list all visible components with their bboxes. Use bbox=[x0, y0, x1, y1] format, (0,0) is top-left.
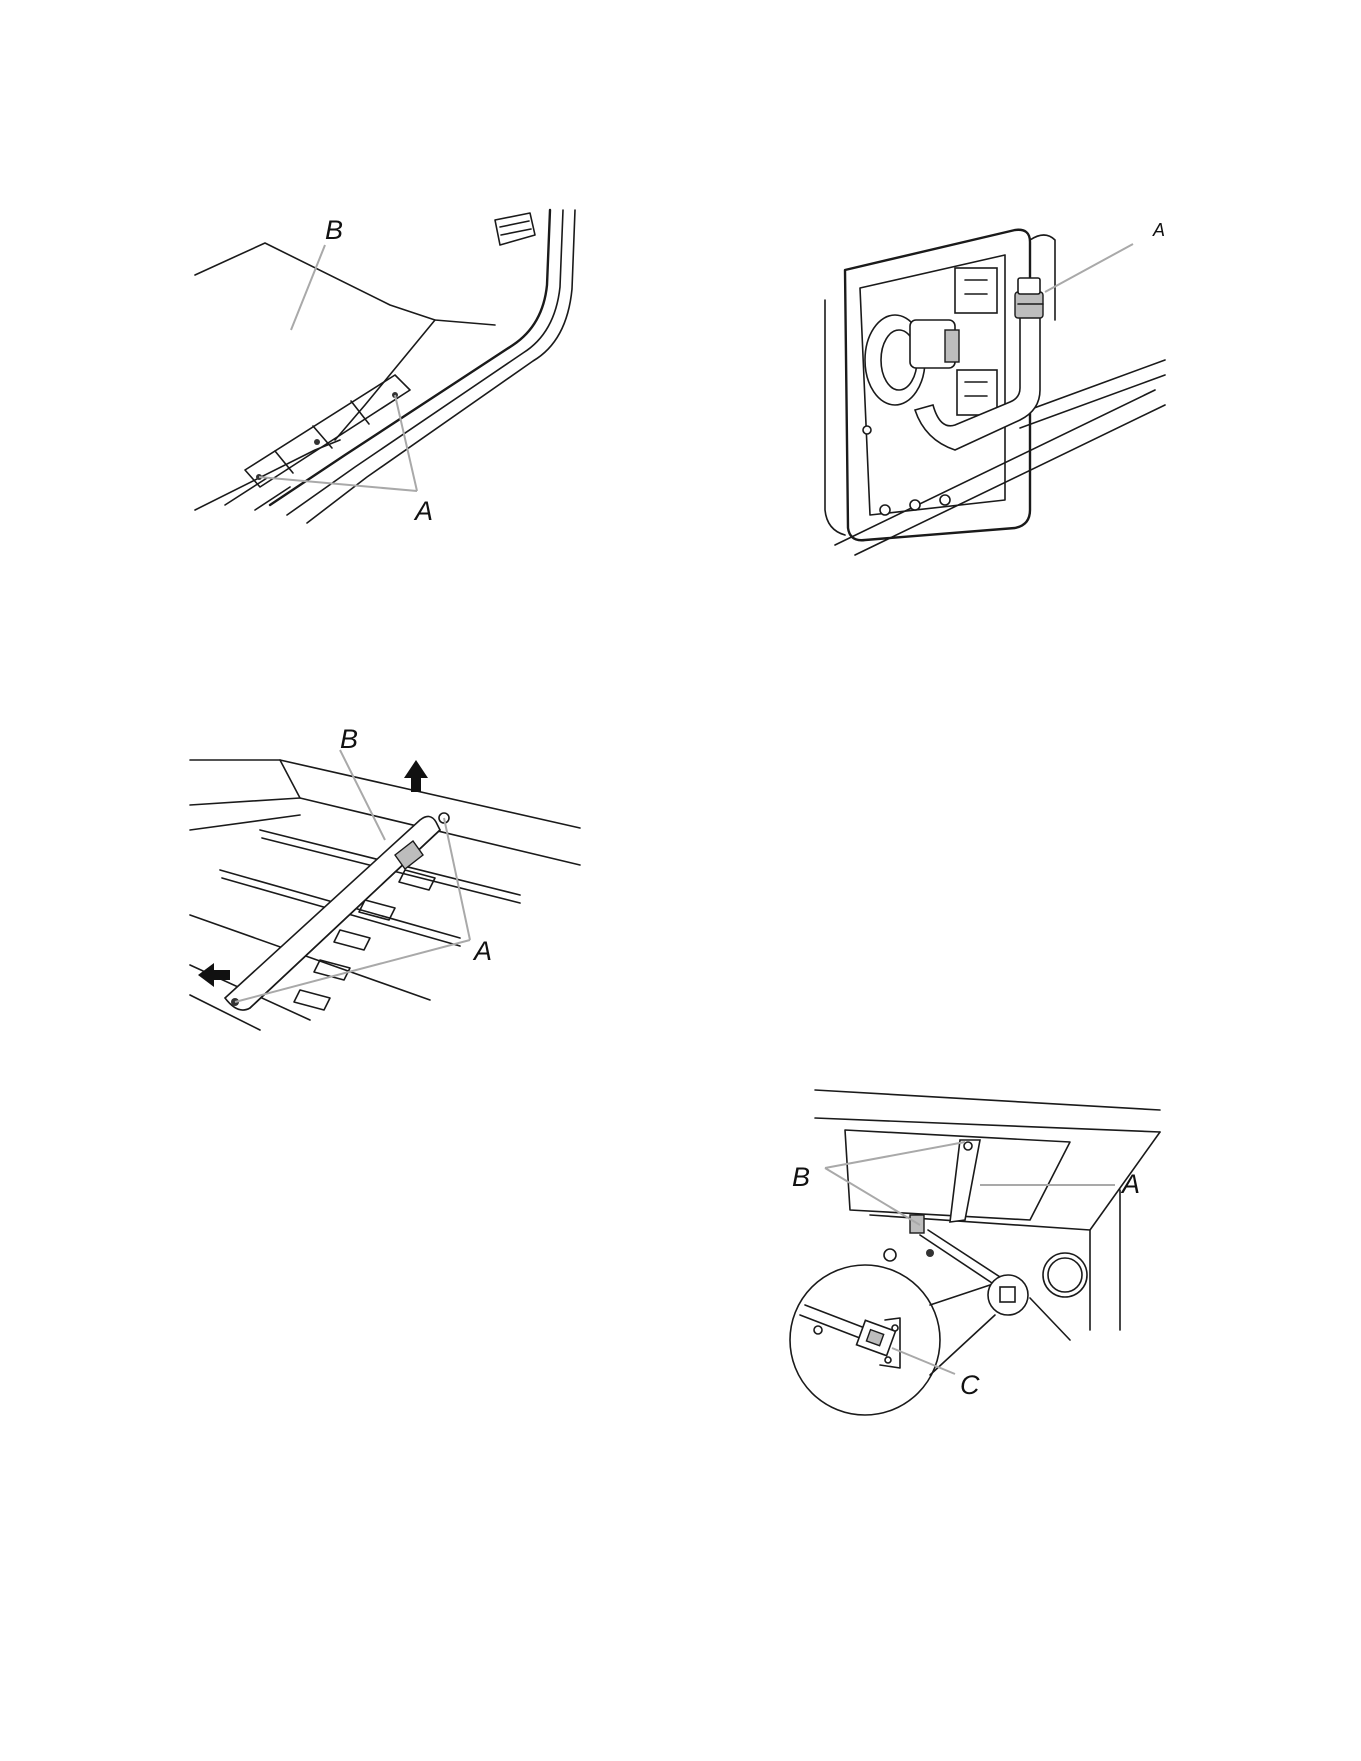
rail-2 bbox=[855, 405, 1165, 555]
arm-hole bbox=[964, 1142, 972, 1150]
figure-2-drawing: A bbox=[815, 210, 1175, 560]
hole-1 bbox=[880, 505, 890, 515]
hole-3 bbox=[940, 495, 950, 505]
screw-2 bbox=[314, 439, 320, 445]
label-a: A bbox=[1152, 220, 1165, 240]
figure-1-drawing: B A bbox=[195, 205, 605, 525]
left-wall-edge bbox=[190, 798, 300, 805]
label-c: C bbox=[960, 1370, 980, 1400]
housing-left-edge bbox=[825, 300, 845, 535]
label-b: B bbox=[792, 1162, 810, 1192]
switch-arm bbox=[950, 1140, 980, 1222]
ring-small bbox=[884, 1249, 896, 1261]
figure-4-drawing: A B C bbox=[770, 1090, 1190, 1420]
knob-square bbox=[1000, 1287, 1015, 1302]
connector-bottom bbox=[957, 370, 997, 415]
connector-top bbox=[955, 268, 997, 313]
figure-4-lid-switch: A B C bbox=[770, 1090, 1190, 1420]
cable bbox=[1030, 1298, 1070, 1340]
figure-2-valve-assembly: A bbox=[815, 210, 1175, 560]
leader-b-2 bbox=[825, 1168, 920, 1225]
panel-top-edge bbox=[195, 243, 495, 325]
cabinet-top-1 bbox=[815, 1090, 1160, 1110]
arrow-left-icon bbox=[198, 963, 230, 987]
label-b: B bbox=[340, 724, 358, 754]
valve-coil bbox=[945, 330, 959, 362]
cabinet-edge-inner bbox=[307, 210, 575, 523]
back-wall-bottom bbox=[280, 760, 580, 865]
panel-lower-edge bbox=[195, 440, 340, 510]
zoom-line-1 bbox=[930, 1285, 990, 1305]
cabinet-right-edge bbox=[1090, 1132, 1160, 1330]
left-shelf bbox=[190, 815, 300, 830]
figure-1-floor-panel: B A bbox=[195, 205, 605, 525]
arrow-up-icon bbox=[404, 760, 428, 792]
hole-4 bbox=[863, 426, 871, 434]
vent-tab bbox=[495, 213, 535, 245]
label-a: A bbox=[413, 496, 433, 526]
label-a: A bbox=[472, 936, 492, 966]
switch-screw bbox=[926, 1249, 934, 1257]
figure-3-glide-bar: B A bbox=[190, 730, 590, 1030]
hole-2 bbox=[910, 500, 920, 510]
figure-3-drawing: B A bbox=[190, 730, 590, 1030]
hose-fitting bbox=[1015, 278, 1043, 318]
cabinet-edge-mid bbox=[287, 210, 563, 515]
label-b: B bbox=[325, 215, 343, 245]
leader-b bbox=[340, 750, 385, 840]
cabinet-top-2 bbox=[815, 1118, 1160, 1132]
leader-a bbox=[1045, 244, 1133, 292]
label-a: A bbox=[1120, 1169, 1140, 1199]
